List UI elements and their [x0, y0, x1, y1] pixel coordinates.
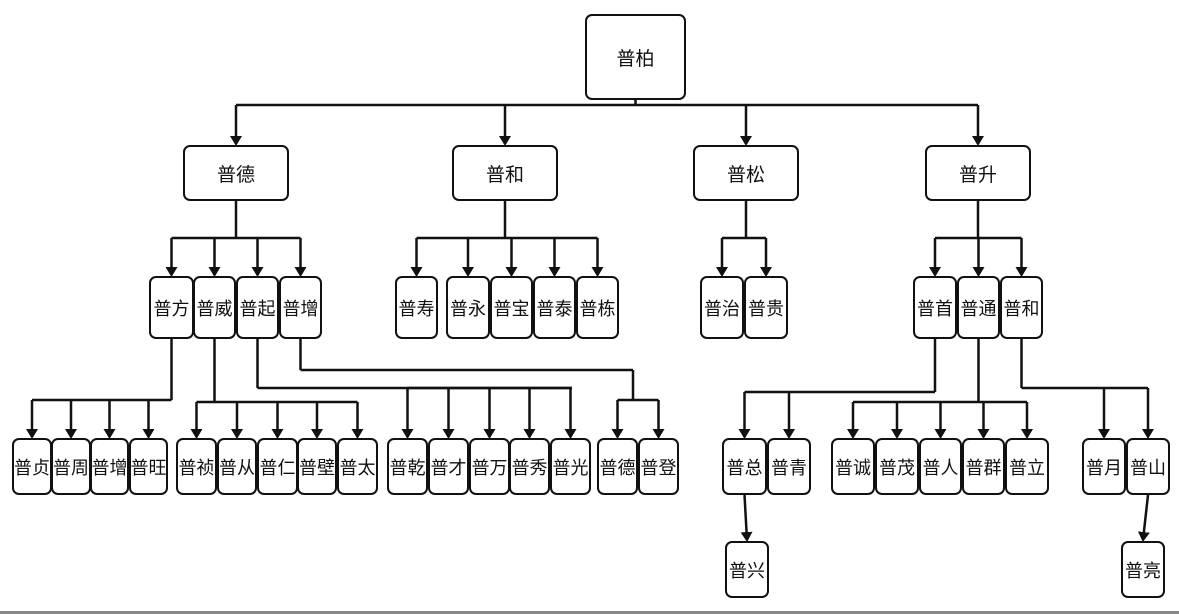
- tree-node-n9: 普太: [337, 438, 378, 495]
- tree-node-g1: 普德: [183, 145, 289, 201]
- tree-node-n16: 普登: [638, 438, 679, 495]
- tree-node-g3a: 普治: [700, 276, 744, 339]
- tree-node-n6: 普从: [217, 438, 257, 495]
- tree-node-n18: 普兴: [725, 541, 769, 598]
- tree-node-label: 普才: [430, 457, 467, 479]
- tree-node-g4a: 普首: [913, 276, 957, 339]
- tree-node-label: 普和: [1003, 298, 1040, 320]
- tree-node-n22: 普人: [919, 438, 962, 495]
- tree-node-root: 普柏: [585, 14, 686, 100]
- tree-node-label: 普乾: [389, 457, 426, 479]
- tree-node-label: 普柏: [616, 47, 655, 70]
- tree-node-label: 普总: [726, 457, 763, 479]
- tree-node-n20: 普诚: [831, 438, 875, 495]
- tree-node-label: 普月: [1086, 457, 1122, 479]
- tree-node-label: 普从: [219, 457, 255, 479]
- tree-node-n4: 普旺: [129, 438, 168, 495]
- tree-node-label: 普贵: [748, 298, 784, 320]
- tree-node-label: 普旺: [130, 457, 167, 479]
- tree-node-label: 普茂: [879, 457, 915, 479]
- tree-node-n25: 普月: [1082, 438, 1126, 495]
- arrow-n17-n18: [740, 494, 753, 542]
- tree-node-n17: 普总: [722, 438, 767, 495]
- tree-node-label: 普栋: [579, 298, 616, 320]
- tree-node-label: 普首: [917, 298, 953, 320]
- tree-node-label: 普通: [960, 298, 997, 320]
- tree-node-g4: 普升: [925, 145, 1031, 201]
- tree-node-g3b: 普贵: [744, 276, 788, 339]
- tree-node-label: 普松: [726, 163, 765, 186]
- tree-node-n24: 普立: [1005, 438, 1049, 495]
- tree-node-label: 普增: [282, 298, 319, 320]
- tree-node-label: 普秀: [511, 457, 548, 479]
- tree-node-label: 普德: [216, 163, 255, 186]
- tree-node-label: 普立: [1009, 457, 1045, 479]
- tree-node-label: 普群: [965, 457, 1002, 479]
- tree-node-n12: 普万: [469, 438, 510, 495]
- tree-node-label: 普诚: [835, 457, 871, 479]
- tree-node-g4b: 普通: [957, 276, 1000, 339]
- tree-node-n23: 普群: [962, 438, 1005, 495]
- tree-node-n3: 普增: [90, 438, 129, 495]
- tree-node-g2: 普和: [452, 145, 558, 201]
- tree-node-g2b: 普永: [446, 276, 490, 339]
- tree-node-g2c: 普宝: [490, 276, 533, 339]
- tree-node-label: 普壁: [299, 457, 335, 479]
- tree-node-label: 普兴: [729, 560, 765, 582]
- tree-node-label: 普寿: [398, 298, 435, 320]
- tree-node-g4c: 普和: [1000, 276, 1043, 339]
- tree-node-g1c: 普起: [236, 276, 279, 339]
- tree-node-g2e: 普栋: [576, 276, 619, 339]
- tree-node-n8: 普壁: [297, 438, 337, 495]
- tree-node-n5: 普祯: [176, 438, 217, 495]
- tree-node-label: 普增: [91, 457, 128, 479]
- tree-node-label: 普光: [552, 457, 589, 479]
- tree-node-label: 普祯: [178, 457, 215, 479]
- tree-node-g1d: 普增: [279, 276, 322, 339]
- tree-node-label: 普贞: [14, 457, 50, 479]
- tree-node-n10: 普乾: [387, 438, 428, 495]
- tree-node-n13: 普秀: [509, 438, 550, 495]
- tree-node-label: 普登: [640, 457, 677, 479]
- tree-node-label: 普治: [704, 298, 740, 320]
- tree-node-label: 普青: [771, 457, 807, 479]
- tree-node-n11: 普才: [428, 438, 469, 495]
- tree-node-label: 普亮: [1125, 560, 1161, 582]
- tree-node-n19: 普青: [767, 438, 811, 495]
- tree-node-g2d: 普泰: [533, 276, 576, 339]
- tree-node-label: 普永: [450, 298, 486, 320]
- tree-node-label: 普周: [53, 457, 89, 479]
- tree-node-label: 普德: [599, 457, 636, 479]
- tree-node-n7: 普仁: [257, 438, 298, 495]
- tree-node-g2a: 普寿: [395, 276, 438, 339]
- tree-node-label: 普起: [239, 298, 276, 320]
- arrow-n26-n27: [1137, 494, 1150, 542]
- tree-node-n14: 普光: [550, 438, 591, 495]
- tree-node-n2: 普周: [51, 438, 91, 495]
- tree-node-g1b: 普威: [193, 276, 236, 339]
- tree-node-label: 普万: [471, 457, 508, 479]
- tree-node-label: 普宝: [493, 298, 530, 320]
- tree-node-g3: 普松: [693, 145, 799, 201]
- tree-node-n15: 普德: [597, 438, 638, 495]
- tree-node-n26: 普山: [1126, 438, 1170, 495]
- bottom-edge-bar: [0, 611, 1179, 614]
- tree-node-label: 普和: [485, 163, 524, 186]
- tree-node-n27: 普亮: [1121, 541, 1165, 598]
- tree-node-n21: 普茂: [875, 438, 919, 495]
- tree-node-label: 普山: [1130, 457, 1166, 479]
- tree-node-label: 普人: [922, 457, 959, 479]
- tree-node-label: 普仁: [259, 457, 296, 479]
- tree-node-g1a: 普方: [149, 276, 194, 339]
- tree-node-label: 普太: [339, 457, 376, 479]
- tree-node-label: 普升: [958, 163, 997, 186]
- tree-node-n1: 普贞: [12, 438, 52, 495]
- tree-node-label: 普威: [196, 298, 233, 320]
- tree-node-label: 普方: [153, 298, 190, 320]
- tree-node-label: 普泰: [536, 298, 573, 320]
